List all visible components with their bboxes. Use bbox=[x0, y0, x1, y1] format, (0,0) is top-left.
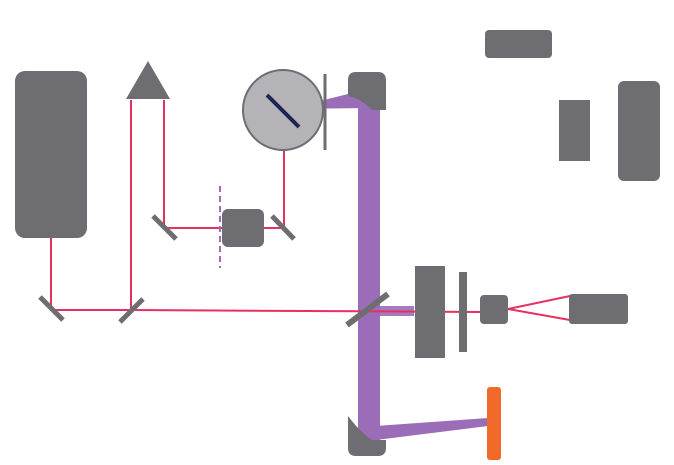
laser-source bbox=[15, 71, 87, 238]
curved-mirror-top bbox=[348, 72, 386, 110]
small-optic-upper-right bbox=[485, 30, 552, 58]
filter-block bbox=[415, 266, 445, 358]
laser-path-focus-bottom bbox=[507, 308, 571, 321]
plane-mirror-lower-middle bbox=[118, 297, 145, 324]
purple-beam bbox=[288, 92, 488, 440]
laser-path-to-prism-right bbox=[163, 100, 222, 229]
filter-plate bbox=[459, 272, 467, 352]
plane-mirror-upper-right bbox=[270, 214, 296, 241]
laser-path-focus-top bbox=[507, 295, 571, 310]
tall-block-upper-right bbox=[559, 100, 590, 161]
housing-upper-right bbox=[618, 81, 660, 181]
plane-mirror-lower-left bbox=[38, 295, 65, 322]
focus-lens bbox=[480, 295, 508, 324]
sample-optic bbox=[222, 209, 264, 247]
purple-beam-to-target bbox=[376, 418, 488, 440]
target-sample bbox=[487, 387, 501, 460]
sphere-mirror bbox=[265, 93, 301, 129]
curved-mirror-bottom bbox=[348, 416, 386, 456]
retroreflector-prism bbox=[126, 61, 170, 99]
laser-path-source-down bbox=[50, 238, 132, 311]
beamsplitter-center bbox=[345, 291, 390, 328]
detector bbox=[569, 294, 628, 324]
plane-mirror-upper-left bbox=[151, 214, 178, 241]
purple-beam-vertical bbox=[358, 100, 380, 440]
